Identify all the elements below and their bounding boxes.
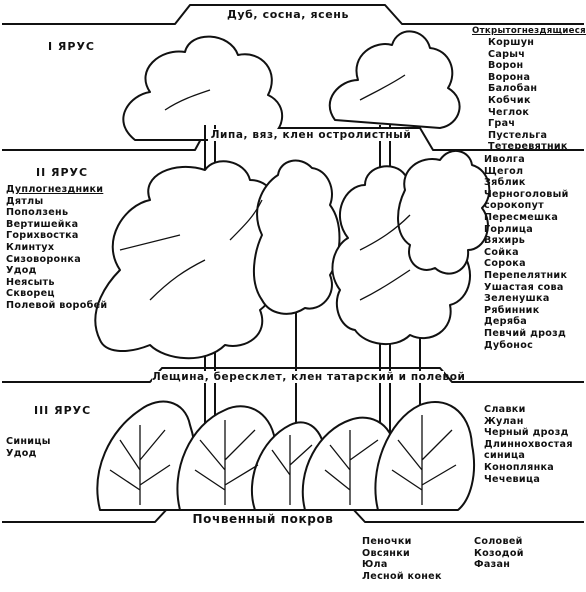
linden-crown: [94, 160, 282, 360]
tier-3-label: III ЯРУС: [34, 404, 92, 417]
list-item: Перепелятник: [484, 269, 568, 281]
list-item: Зяблик: [484, 177, 526, 189]
list-item: Неясыть: [6, 276, 55, 288]
list-item: Клинтух: [6, 241, 55, 253]
list-item: Рябинник: [484, 304, 540, 316]
ground-banner: Почвенный покров: [180, 512, 346, 526]
list-item: Ворон: [488, 60, 524, 72]
list-item: Коршун: [488, 37, 535, 48]
list-item: Юла: [362, 559, 388, 571]
hole-nesters-header: Дуплогнездники: [6, 184, 104, 195]
list-item: Ворона: [488, 71, 531, 83]
tier-2-label: II ЯРУС: [36, 166, 89, 179]
list-item: Черный дрозд: [484, 427, 569, 439]
list-item: Щегол: [484, 165, 524, 177]
mid-left-bird-list: Дуплогнездники Дятлы Поползень Вертишейк…: [6, 184, 107, 312]
list-item: Кобчик: [488, 94, 531, 106]
list-item: Лесной конек: [362, 570, 442, 582]
list-item: Удод: [6, 265, 37, 277]
list-item: Коноплянка: [484, 461, 555, 473]
tier-1-boundary: [2, 4, 584, 25]
mid-right-bird-list: Иволга Щегол Зяблик Черноголовый сорокоп…: [484, 154, 569, 351]
lower-left-bird-list: Синицы Удод: [6, 436, 51, 459]
lower-right-bird-list: Славки Жулан Черный дрозд Длиннохвостая …: [484, 404, 573, 485]
list-item: Дубонос: [484, 339, 534, 351]
list-item: синица: [484, 450, 526, 462]
list-item: Балобан: [488, 83, 538, 95]
tier-2-banner: Липа, вяз, клен остролистный: [208, 129, 414, 141]
list-item: Дятлы: [6, 195, 44, 207]
list-item: Сорока: [484, 258, 526, 270]
list-item: Певчий дрозд: [484, 327, 567, 339]
right-crown: [397, 150, 491, 275]
list-item: Соловей: [474, 536, 523, 547]
list-item: Вертишейка: [6, 218, 79, 230]
list-item: Пеночки: [362, 536, 412, 547]
top-right-bird-list: Открытогнездящиеся: [472, 26, 586, 38]
list-item: Горихвостка: [6, 230, 79, 242]
tier-1-banner: Дуб, сосна, ясень: [196, 8, 380, 21]
tier-1-label: I ЯРУС: [48, 40, 96, 53]
ground-right-bird-list: Соловей Козодой Фазан: [474, 536, 524, 571]
tier-3-banner: Лещина, бересклет, клен татарский и поле…: [152, 371, 466, 383]
list-item: Длиннохвостая: [484, 438, 573, 450]
list-item: Грач: [488, 118, 516, 130]
list-item: Тетеревятник: [488, 141, 568, 153]
shrub-5: [374, 400, 476, 511]
oak-crown: [122, 35, 284, 141]
list-item: Зеленушка: [484, 293, 550, 305]
list-item: Вяхирь: [484, 235, 526, 247]
list-item: Сойка: [484, 246, 519, 258]
list-item: Пустельга: [488, 129, 548, 141]
list-item: сорокопут: [484, 200, 544, 212]
tier-3-boundary: [2, 367, 584, 383]
list-item: Сарыч: [488, 48, 526, 60]
list-item: Иволга: [484, 154, 526, 165]
list-item: Сизоворонка: [6, 253, 81, 265]
list-item: Овсянки: [362, 547, 411, 559]
list-item: Чечевица: [484, 473, 541, 485]
list-item: Удод: [6, 447, 37, 459]
list-item: Ушастая сова: [484, 281, 564, 293]
list-item: Чеглок: [488, 106, 530, 118]
list-item: Скворец: [6, 288, 55, 300]
list-item: Полевой воробей: [6, 299, 108, 311]
list-item: Жулан: [484, 415, 524, 427]
list-item: Поползень: [6, 207, 69, 219]
list-item: Синицы: [6, 436, 51, 447]
top-right-birds: Коршун Сарыч Ворон Ворона Балобан Кобчик…: [488, 37, 568, 153]
tier-2-boundary: [2, 127, 584, 151]
list-item: Фазан: [474, 559, 511, 571]
ground-left-bird-list: Пеночки Овсянки Юла Лесной конек: [362, 536, 442, 582]
list-item: Козодой: [474, 547, 524, 559]
pine-crown: [328, 30, 461, 129]
list-item: Черноголовый: [484, 188, 569, 200]
list-item: Горлица: [484, 223, 534, 235]
list-item: Славки: [484, 404, 526, 415]
list-item: Деряба: [484, 316, 528, 328]
elm-crown: [252, 159, 341, 315]
open-nesters-header: Открытогнездящиеся: [472, 26, 586, 36]
list-item: Пересмешка: [484, 211, 559, 223]
